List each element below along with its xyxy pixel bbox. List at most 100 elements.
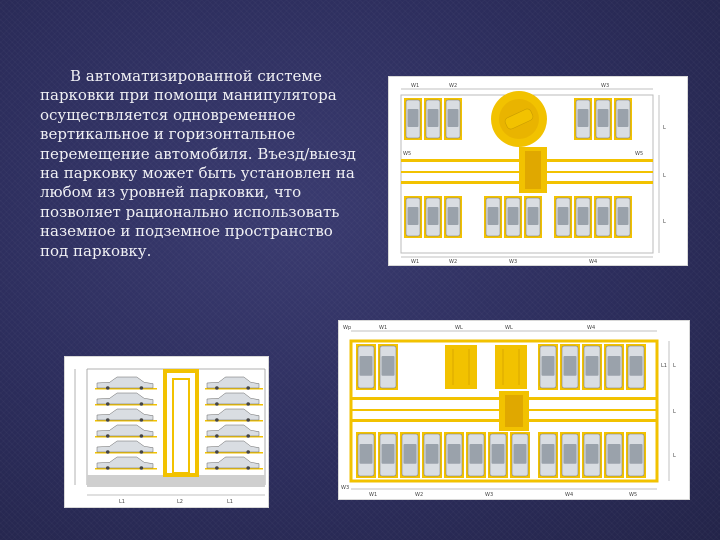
- plan1-rails: [401, 147, 653, 193]
- parked-car: [95, 392, 157, 406]
- dim-label: WL: [455, 325, 463, 331]
- plan2-top-cars: [356, 344, 646, 390]
- parked-car: [510, 432, 530, 478]
- dim-label: L1: [119, 499, 125, 505]
- plan2-rails: [351, 391, 657, 431]
- parked-car: [582, 344, 602, 390]
- elevation-lift-column: [163, 369, 199, 477]
- plan1-side-labels: W5 W5 L L L: [403, 95, 666, 253]
- dim-label: W5: [403, 151, 411, 157]
- parked-car: [488, 432, 508, 478]
- plan2-lift-blocks: [445, 345, 527, 389]
- parked-car: [574, 196, 592, 238]
- dim-label: W5: [629, 492, 637, 498]
- elevation-bottom-dimensions: L1 L2 L1: [87, 494, 265, 505]
- parked-car: [378, 344, 398, 390]
- parked-car: [604, 344, 624, 390]
- dim-label: W5: [635, 151, 643, 157]
- parked-car: [356, 344, 376, 390]
- slide-body-text: В автоматизированной системе парковки пр…: [40, 67, 356, 260]
- parking-plan-diagram-1: W1 W2 W3 W1 W2 W3 W4 W5 W5 L L L: [388, 76, 688, 266]
- dim-label: L: [663, 219, 666, 225]
- parked-car: [554, 196, 572, 238]
- parked-car: [538, 432, 558, 478]
- plan2-top-dimensions: Wp W1 WL WL W4: [343, 325, 657, 332]
- parked-car: [444, 98, 462, 140]
- parked-car: [582, 432, 602, 478]
- parked-car: [604, 432, 624, 478]
- parking-plan-diagram-2: Wp W1 WL WL W4 W3 W1 W2 W3 W4 W5 L1 L L …: [338, 320, 690, 500]
- plan1-top-cars: [404, 98, 632, 140]
- dim-label: W3: [485, 492, 493, 498]
- dim-label: L1: [661, 363, 667, 369]
- dim-label: W1: [411, 83, 419, 89]
- parked-car: [444, 432, 464, 478]
- dim-label: W2: [449, 83, 457, 89]
- parked-car: [404, 196, 422, 238]
- parked-car: [95, 456, 157, 470]
- parked-car: [205, 408, 263, 422]
- parked-car: [400, 432, 420, 478]
- plan1-top-dimensions: W1 W2 W3: [401, 83, 653, 90]
- dim-label: L: [673, 363, 676, 369]
- parked-car: [378, 432, 398, 478]
- parked-car: [95, 440, 157, 454]
- dim-label: W1: [369, 492, 377, 498]
- parked-car: [205, 392, 263, 406]
- elevation-frame: [86, 368, 266, 487]
- parked-car: [404, 98, 422, 140]
- parked-car: [205, 424, 263, 438]
- dim-label: L1: [227, 499, 233, 505]
- dim-label: W3: [341, 485, 349, 491]
- parked-car: [205, 440, 263, 454]
- parked-car: [95, 424, 157, 438]
- parked-car: [424, 196, 442, 238]
- parked-car: [574, 98, 592, 140]
- parked-car: [205, 376, 263, 390]
- dim-label: W4: [587, 325, 595, 331]
- parked-car: [444, 196, 462, 238]
- dim-label: W4: [565, 492, 573, 498]
- dim-label: W1: [411, 259, 419, 265]
- parked-car: [594, 98, 612, 140]
- dim-label: WL: [505, 325, 513, 331]
- parked-car: [484, 196, 502, 238]
- dim-label: L: [673, 453, 676, 459]
- parked-car: [626, 344, 646, 390]
- parked-car: [594, 196, 612, 238]
- parked-car: [560, 432, 580, 478]
- dim-label: W1: [379, 325, 387, 331]
- dim-label: L: [663, 173, 666, 179]
- parked-car: [626, 432, 646, 478]
- parked-car: [356, 432, 376, 478]
- plan1-bottom-cars: [404, 196, 632, 238]
- dim-label: L: [663, 125, 666, 131]
- parked-car: [504, 196, 522, 238]
- parked-car: [560, 344, 580, 390]
- parked-car: [524, 196, 542, 238]
- parked-car: [422, 432, 442, 478]
- dim-label: L: [673, 409, 676, 415]
- parked-car: [205, 456, 263, 470]
- parked-car: [466, 432, 486, 478]
- dim-label: L2: [177, 499, 183, 505]
- plan2-bottom-cars: [356, 432, 646, 478]
- elevation-cars: [95, 376, 263, 470]
- parked-car: [424, 98, 442, 140]
- parking-elevation-diagram: L1 L2 L1: [64, 356, 269, 508]
- dim-label: Wp: [343, 325, 351, 331]
- dim-label: W4: [589, 259, 597, 265]
- parked-car: [614, 196, 632, 238]
- plan2-bottom-dimensions: W3 W1 W2 W3 W4 W5: [341, 485, 657, 498]
- dim-label: W2: [415, 492, 423, 498]
- dim-label: W3: [601, 83, 609, 89]
- dim-label: W2: [449, 259, 457, 265]
- parked-car: [95, 376, 157, 390]
- parked-car: [95, 408, 157, 422]
- plan1-turntable: [491, 91, 547, 147]
- parked-car: [538, 344, 558, 390]
- dim-label: W3: [509, 259, 517, 265]
- plan1-bottom-dimensions: W1 W2 W3 W4: [401, 256, 653, 265]
- plan2-right-dimensions: L1 L L L: [661, 341, 676, 481]
- parked-car: [614, 98, 632, 140]
